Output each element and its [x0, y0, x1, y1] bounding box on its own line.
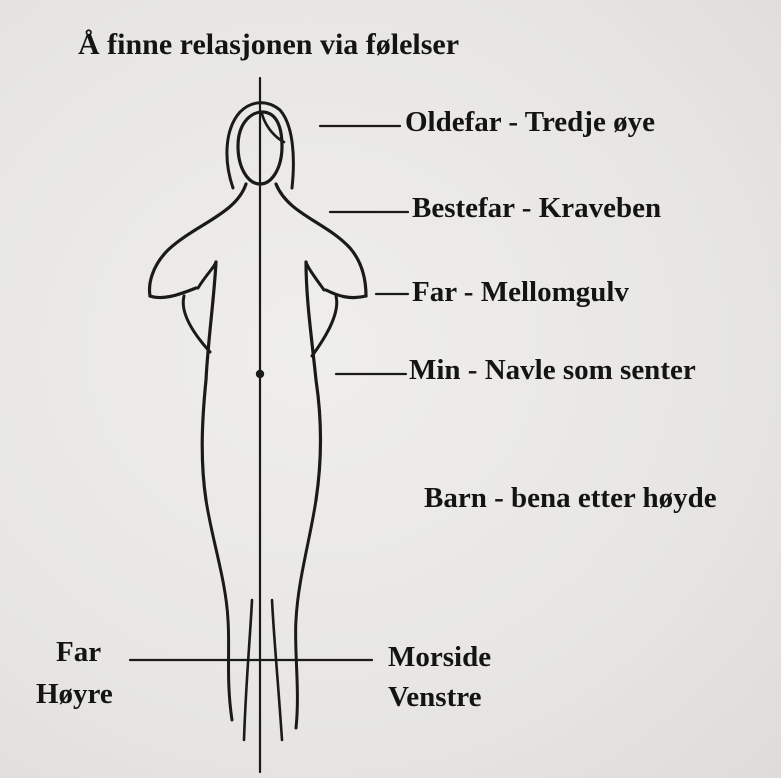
label-bestefar: Bestefar - Kraveben	[412, 194, 661, 223]
label-morside: Morside	[388, 643, 491, 672]
label-min: Min - Navle som senter	[409, 356, 696, 385]
label-oldefar: Oldefar - Tredje øye	[405, 108, 655, 137]
right-arm-lower	[312, 296, 337, 356]
right-torso	[306, 262, 321, 500]
right-arm-outer	[326, 290, 366, 298]
right-leg-inner	[272, 600, 282, 740]
label-hoyre: Høyre	[36, 680, 113, 709]
left-shoulder	[150, 184, 246, 296]
navel-dot	[256, 370, 264, 378]
label-barn: Barn - bena etter høyde	[424, 484, 717, 513]
label-far: Far - Mellomgulv	[412, 278, 629, 307]
label-venstre: Venstre	[388, 683, 481, 712]
right-arm-inner	[306, 262, 324, 290]
right-leg-outer	[296, 500, 316, 728]
left-torso	[202, 262, 216, 500]
diagram-title: Å finne relasjonen via følelser	[78, 30, 459, 60]
left-leg-outer	[206, 500, 232, 720]
right-shoulder	[276, 184, 366, 296]
left-leg-inner	[244, 600, 252, 740]
left-arm-lower	[183, 296, 210, 352]
label-far-side: Far	[56, 638, 101, 667]
left-arm-outer	[150, 288, 196, 298]
